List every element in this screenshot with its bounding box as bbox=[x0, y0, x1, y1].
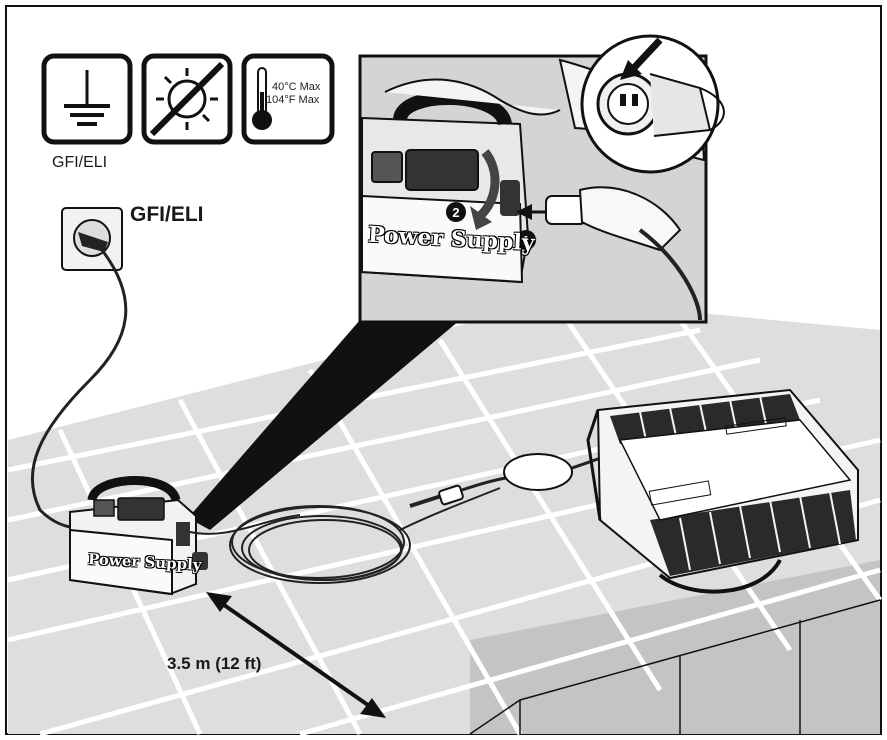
max-temp-celsius: 40°C Max bbox=[272, 81, 321, 93]
gfi-eli-icon-caption: GFI/ELI bbox=[52, 154, 108, 171]
cable-swivel bbox=[409, 484, 464, 508]
distance-label: 3.5 m (12 ft) bbox=[167, 654, 262, 673]
wall-outlet bbox=[61, 207, 123, 271]
connector-closeup bbox=[580, 34, 725, 174]
svg-text:2: 2 bbox=[452, 205, 459, 220]
svg-text:1: 1 bbox=[522, 233, 529, 248]
arrow-indicator-icon bbox=[629, 37, 663, 73]
ground-symbol-icon bbox=[41, 53, 133, 145]
no-direct-sunlight-icon bbox=[141, 53, 233, 145]
distance-arrow bbox=[206, 592, 386, 718]
thermometer-icon bbox=[241, 53, 335, 145]
power-supply-unit bbox=[69, 476, 208, 596]
gfi-eli-outlet-label: GFI/ELI bbox=[130, 203, 204, 226]
max-temp-fahrenheit: 104°F Max bbox=[266, 94, 320, 106]
zoom-callout bbox=[188, 320, 460, 530]
coiled-cable bbox=[189, 487, 501, 584]
cable-float bbox=[503, 453, 573, 491]
step-2-marker bbox=[446, 202, 466, 222]
pool-robot bbox=[586, 388, 859, 594]
step-1-marker bbox=[516, 230, 536, 250]
mains-cable bbox=[30, 249, 128, 529]
